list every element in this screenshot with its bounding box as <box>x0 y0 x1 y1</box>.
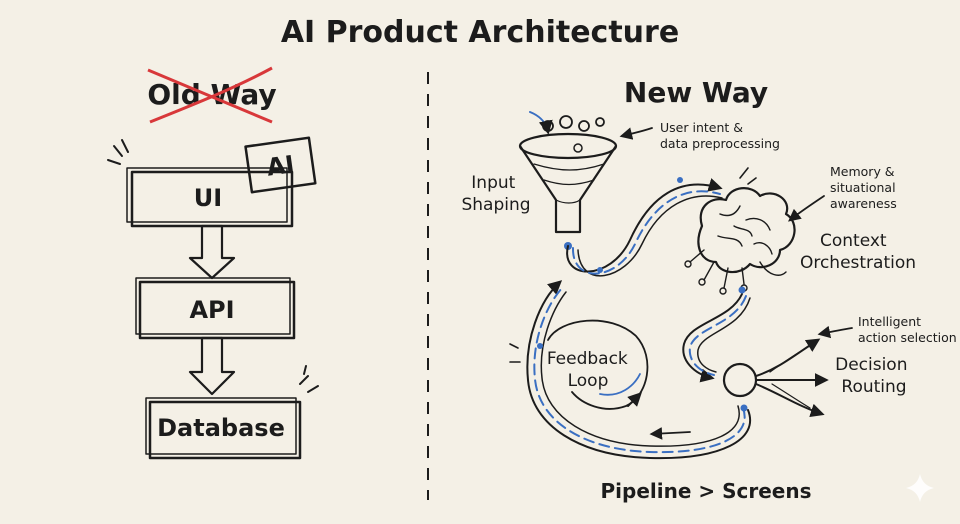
input-arrow <box>529 111 553 135</box>
arrow-ui-to-api <box>188 224 236 280</box>
database-box-label: Database <box>157 414 285 442</box>
decision-node <box>722 338 829 418</box>
old-way-section: Old Way UI AI API <box>107 66 319 460</box>
ui-box-label: UI <box>194 184 222 212</box>
database-box: Database <box>145 397 302 460</box>
old-way-heading: Old Way <box>147 78 276 111</box>
footer-caption: Pipeline > Screens <box>601 479 812 503</box>
page-title: AI Product Architecture <box>281 15 679 50</box>
context-orchestration-label: Context Orchestration <box>800 231 916 273</box>
flow-input-to-context <box>566 177 723 277</box>
intelligent-annotation: Intelligent action selection <box>858 314 957 345</box>
user-intent-pointer <box>619 127 653 140</box>
ai-tag: AI <box>244 136 317 194</box>
decision-routing-label: Decision Routing <box>835 355 913 397</box>
arrow-api-to-database <box>188 336 236 396</box>
new-way-section: New Way Input Shaping User intent & data… <box>461 76 956 503</box>
flow-context-to-decision <box>682 286 751 383</box>
strike-through-mark <box>147 66 273 124</box>
ai-sparkle-lines <box>107 139 129 165</box>
user-intent-annotation: User intent & data preprocessing <box>660 120 780 151</box>
input-shaping-label: Input Shaping <box>461 173 530 215</box>
funnel-icon <box>518 115 618 250</box>
brain-icon <box>684 187 796 295</box>
memory-pointer <box>788 195 825 222</box>
api-box: API <box>135 277 296 340</box>
feedback-loop-label: Feedback Loop <box>547 349 633 391</box>
ai-tag-label: AI <box>265 150 296 182</box>
motion-ticks <box>509 167 757 363</box>
api-box-label: API <box>189 296 234 324</box>
database-sparkle-lines <box>299 365 319 393</box>
intelligent-pointer <box>817 325 853 339</box>
new-way-heading: New Way <box>624 76 768 109</box>
sparkle-icon <box>906 474 934 502</box>
feedback-loop <box>526 280 751 460</box>
memory-annotation: Memory & situational awareness <box>830 164 900 211</box>
